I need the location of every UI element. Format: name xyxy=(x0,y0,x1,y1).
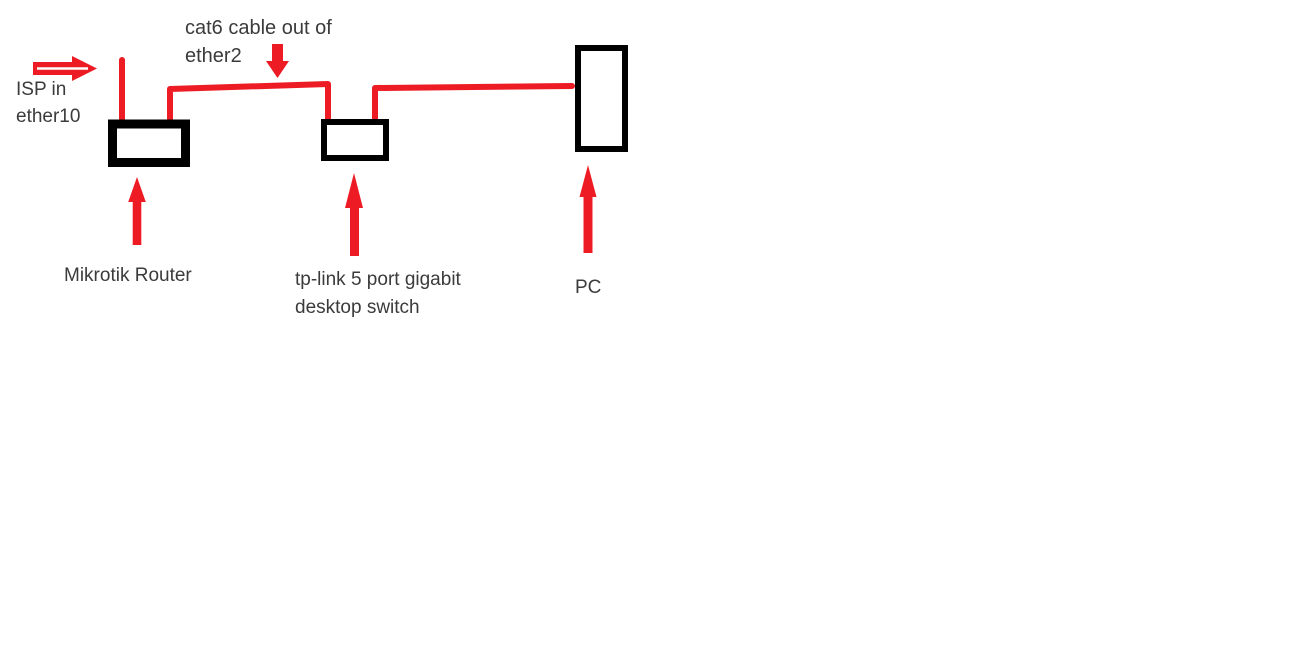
cat6-cable-label-line1: cat6 cable out of xyxy=(185,17,332,39)
pc-up-arrow-icon xyxy=(579,165,597,253)
switch-label-line2: desktop switch xyxy=(295,297,420,318)
cat6-cable-label: cat6 cable out of ether2 xyxy=(185,14,332,70)
cable-router-to-switch xyxy=(167,81,331,127)
cat6-down-arrow-icon xyxy=(266,44,289,78)
router-up-arrow-icon xyxy=(128,177,146,245)
router-box xyxy=(108,119,190,167)
pc-box xyxy=(575,45,628,152)
switch-box xyxy=(321,119,389,161)
cable-switch-to-pc xyxy=(372,83,575,127)
isp-label: ISP in ether10 xyxy=(16,76,80,130)
switch-label: tp-link 5 port gigabit desktop switch xyxy=(295,266,461,322)
isp-label-line2: ether10 xyxy=(16,106,81,127)
cat6-cable-label-line2: ether2 xyxy=(185,45,242,67)
router-label: Mikrotik Router xyxy=(64,265,192,286)
isp-label-line1: ISP in xyxy=(16,79,67,100)
switch-label-line1: tp-link 5 port gigabit xyxy=(295,269,461,290)
pc-label: PC xyxy=(575,277,602,298)
switch-up-arrow-icon xyxy=(345,173,363,256)
